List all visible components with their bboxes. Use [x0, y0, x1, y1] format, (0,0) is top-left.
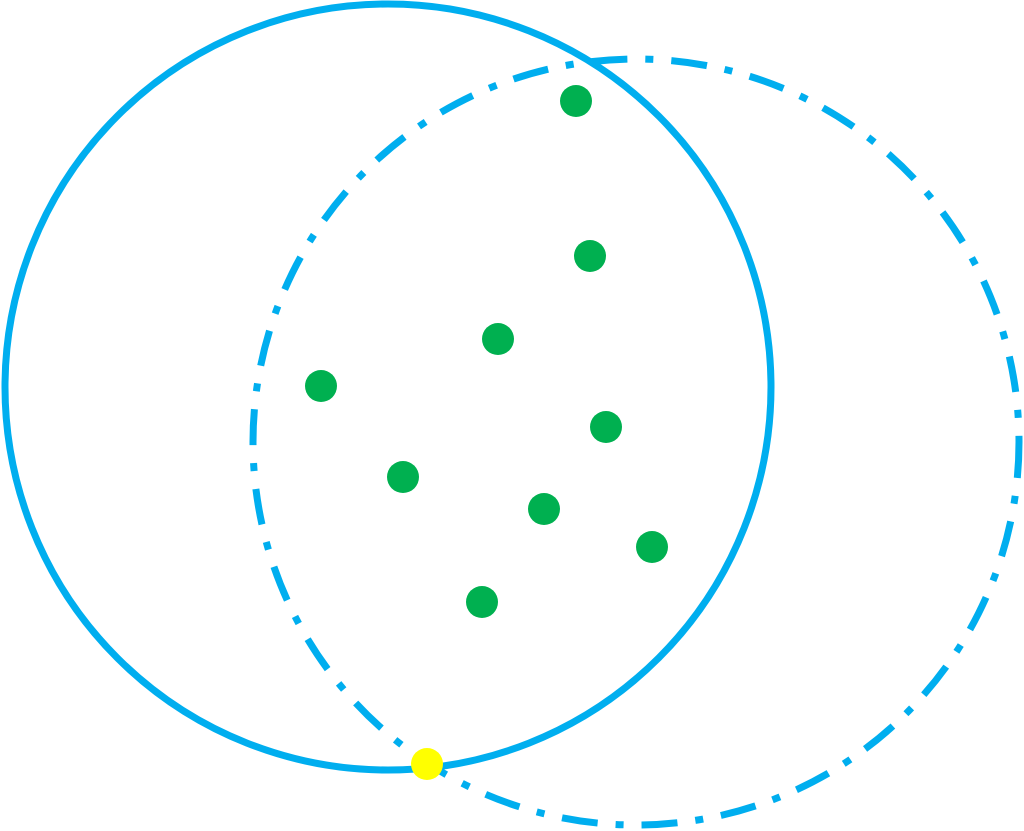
green-point — [305, 370, 337, 402]
dash-dot-circle — [249, 55, 1023, 829]
solid-circle — [1, 0, 775, 774]
green-point — [387, 461, 419, 493]
green-point — [574, 240, 606, 272]
green-point — [590, 411, 622, 443]
green-point — [528, 493, 560, 525]
green-point — [466, 586, 498, 618]
intersection-marker — [411, 748, 443, 780]
green-point — [482, 323, 514, 355]
green-point — [636, 531, 668, 563]
green-points-group — [305, 85, 668, 618]
green-point — [560, 85, 592, 117]
